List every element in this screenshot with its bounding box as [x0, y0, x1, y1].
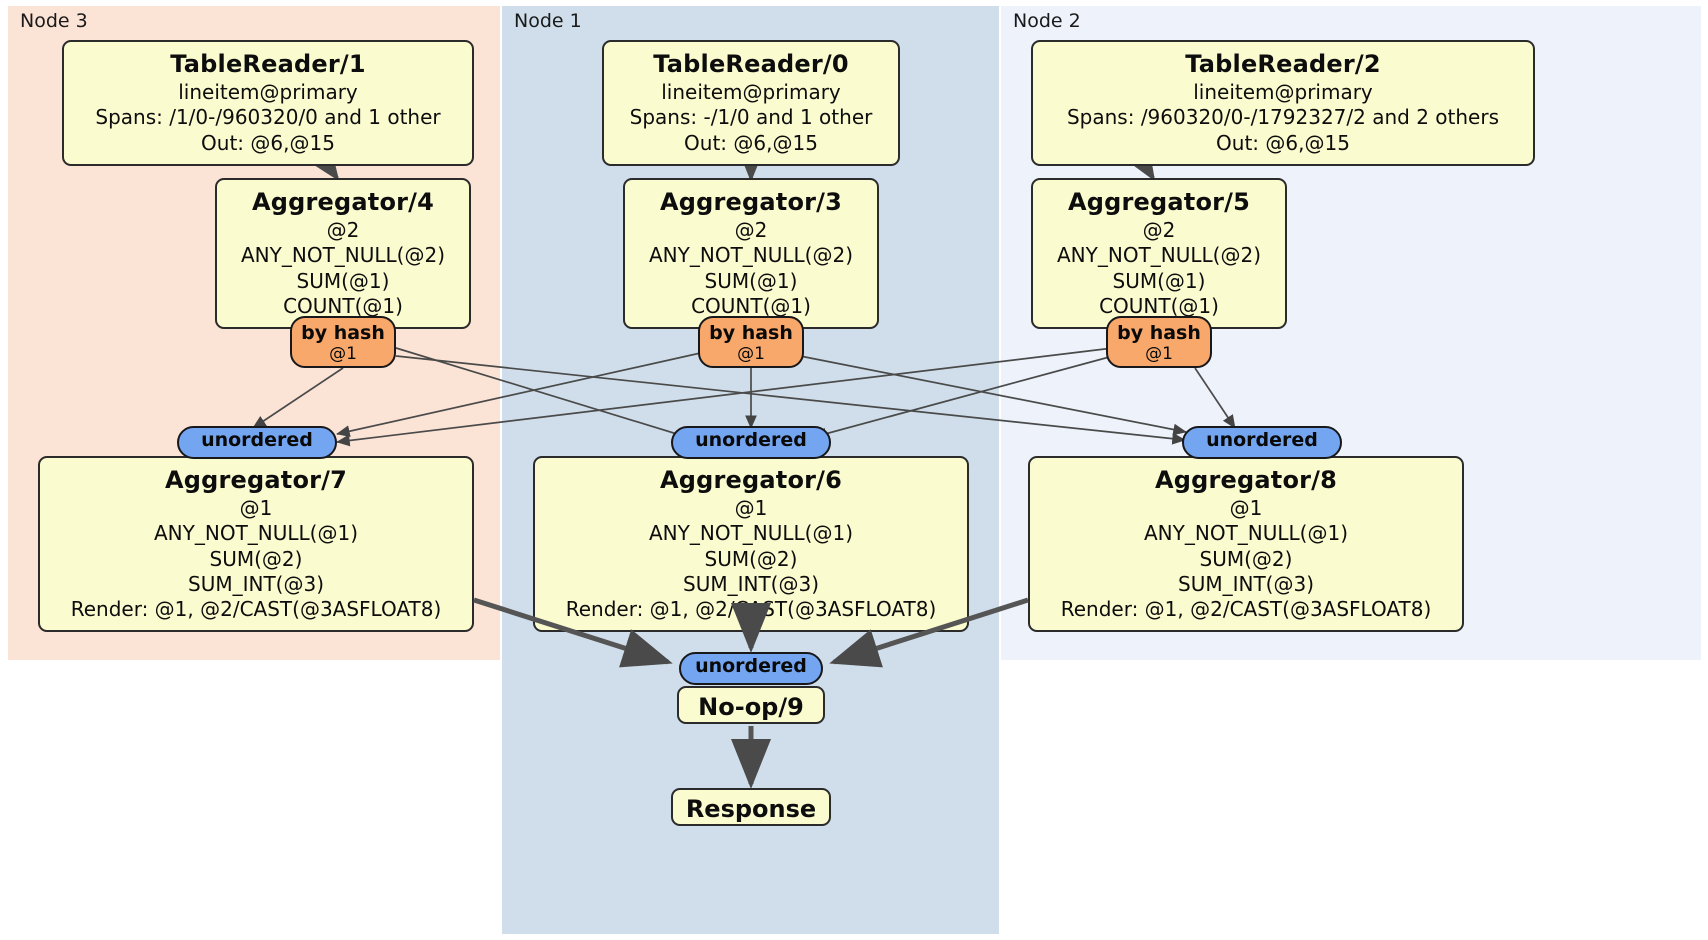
processor-title: Aggregator/6	[659, 466, 843, 494]
hash-router-center[interactable]: by hash @1	[698, 316, 804, 368]
processor-table-reader-1[interactable]: TableReader/1 lineitem@primary Spans: /1…	[62, 40, 474, 166]
processor-line: COUNT(@1)	[691, 293, 811, 318]
router-label: by hash	[301, 322, 385, 344]
processor-line: SUM(@2)	[704, 546, 798, 571]
synchronizer-label: unordered	[1206, 429, 1318, 451]
processor-line: ANY_NOT_NULL(@1)	[1144, 521, 1348, 546]
processor-title: Aggregator/4	[251, 188, 435, 216]
processor-line: Spans: -/1/0 and 1 other	[629, 105, 873, 130]
synchronizer-label: unordered	[201, 429, 313, 451]
processor-line: Out: @6,@15	[1216, 130, 1350, 155]
processor-line: Out: @6,@15	[201, 130, 335, 155]
processor-line: Render: @1, @2/CAST(@3ASFLOAT8)	[70, 596, 442, 621]
processor-line: Out: @6,@15	[684, 130, 818, 155]
processor-aggregator-4[interactable]: Aggregator/4 @2 ANY_NOT_NULL(@2) SUM(@1)…	[215, 178, 471, 329]
processor-line: COUNT(@1)	[283, 293, 403, 318]
router-label: by hash	[709, 322, 793, 344]
processor-title: Aggregator/3	[659, 188, 843, 216]
processor-title: TableReader/0	[653, 50, 849, 78]
processor-line: SUM(@2)	[1199, 546, 1293, 571]
unordered-synchronizer-center[interactable]: unordered	[671, 426, 831, 459]
processor-title: TableReader/1	[170, 50, 366, 78]
processor-line: ANY_NOT_NULL(@1)	[154, 521, 358, 546]
processor-line: ANY_NOT_NULL(@2)	[1057, 243, 1261, 268]
synchronizer-label: unordered	[695, 429, 807, 451]
processor-line: SUM_INT(@3)	[683, 571, 819, 596]
unordered-synchronizer-left[interactable]: unordered	[177, 426, 337, 459]
processor-line: @1	[1229, 496, 1263, 521]
processor-line: Spans: /1/0-/960320/0 and 1 other	[95, 105, 441, 130]
router-label: by hash	[1117, 322, 1201, 344]
node-label-node2: Node 2	[1013, 10, 1081, 32]
processor-line: lineitem@primary	[1193, 80, 1373, 105]
node-label-node1: Node 1	[514, 10, 582, 32]
processor-table-reader-2[interactable]: TableReader/2 lineitem@primary Spans: /9…	[1031, 40, 1535, 166]
processor-line: SUM_INT(@3)	[1178, 571, 1314, 596]
processor-line: Spans: /960320/0-/1792327/2 and 2 others	[1066, 105, 1499, 130]
processor-aggregator-5[interactable]: Aggregator/5 @2 ANY_NOT_NULL(@2) SUM(@1)…	[1031, 178, 1287, 329]
processor-title: Aggregator/8	[1154, 466, 1338, 494]
processor-response[interactable]: Response	[671, 788, 831, 826]
processor-noop-9[interactable]: No-op/9	[677, 686, 825, 724]
unordered-synchronizer-right[interactable]: unordered	[1182, 426, 1342, 459]
processor-line: Render: @1, @2/CAST(@3ASFLOAT8)	[565, 596, 937, 621]
processor-line: SUM(@1)	[1112, 268, 1206, 293]
synchronizer-label: unordered	[695, 655, 807, 677]
processor-title: Aggregator/5	[1067, 188, 1251, 216]
processor-line: @2	[1142, 218, 1176, 243]
processor-aggregator-3[interactable]: Aggregator/3 @2 ANY_NOT_NULL(@2) SUM(@1)…	[623, 178, 879, 329]
unordered-synchronizer-final[interactable]: unordered	[679, 652, 823, 685]
processor-line: COUNT(@1)	[1099, 293, 1219, 318]
processor-line: ANY_NOT_NULL(@2)	[241, 243, 445, 268]
processor-title: TableReader/2	[1185, 50, 1381, 78]
processor-line: ANY_NOT_NULL(@2)	[649, 243, 853, 268]
router-column: @1	[1145, 343, 1173, 364]
router-column: @1	[737, 343, 765, 364]
processor-line: @2	[326, 218, 360, 243]
router-column: @1	[329, 343, 357, 364]
processor-line: SUM(@1)	[296, 268, 390, 293]
processor-line: ANY_NOT_NULL(@1)	[649, 521, 853, 546]
processor-table-reader-0[interactable]: TableReader/0 lineitem@primary Spans: -/…	[602, 40, 900, 166]
processor-line: SUM(@1)	[704, 268, 798, 293]
processor-line: SUM(@2)	[209, 546, 303, 571]
processor-aggregator-7[interactable]: Aggregator/7 @1 ANY_NOT_NULL(@1) SUM(@2)…	[38, 456, 474, 633]
processor-line: @1	[734, 496, 768, 521]
processor-line: @1	[239, 496, 273, 521]
node-label-node3: Node 3	[20, 10, 88, 32]
processor-line: @2	[734, 218, 768, 243]
processor-line: lineitem@primary	[178, 80, 358, 105]
processor-aggregator-6[interactable]: Aggregator/6 @1 ANY_NOT_NULL(@1) SUM(@2)…	[533, 456, 969, 633]
processor-line: Render: @1, @2/CAST(@3ASFLOAT8)	[1060, 596, 1432, 621]
processor-title: Aggregator/7	[164, 466, 348, 494]
hash-router-left[interactable]: by hash @1	[290, 316, 396, 368]
hash-router-right[interactable]: by hash @1	[1106, 316, 1212, 368]
processor-line: lineitem@primary	[661, 80, 841, 105]
processor-line: SUM_INT(@3)	[188, 571, 324, 596]
processor-aggregator-8[interactable]: Aggregator/8 @1 ANY_NOT_NULL(@1) SUM(@2)…	[1028, 456, 1464, 633]
